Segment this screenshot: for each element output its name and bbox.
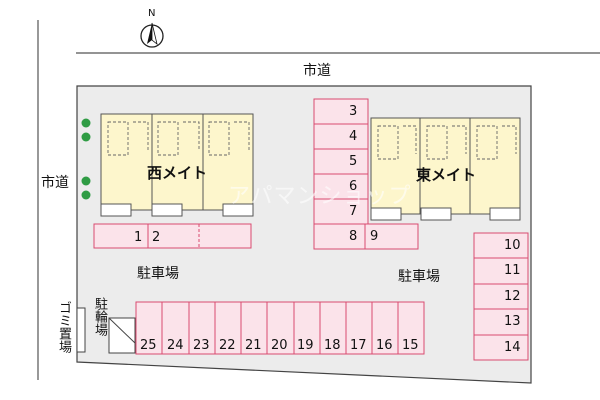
tree-icon — [81, 118, 91, 128]
space-number: 8 — [349, 229, 358, 244]
garbage-area — [76, 307, 86, 353]
building-west — [100, 113, 254, 217]
space-number: 12 — [504, 289, 521, 304]
bicycle-parking-area — [108, 317, 136, 354]
space-number: 25 — [140, 338, 157, 353]
watermark: アパマンショップ — [228, 184, 412, 209]
garbage-label: ゴミ置場 — [56, 301, 71, 353]
tree-icon — [81, 176, 91, 186]
space-number: 3 — [349, 104, 358, 119]
north-arrow-icon — [140, 22, 164, 48]
space-number: 4 — [349, 129, 358, 144]
tree-icon — [81, 132, 91, 142]
space-number: 5 — [349, 154, 358, 169]
space-number: 10 — [504, 238, 521, 253]
space-number: 18 — [324, 338, 341, 353]
space-number: 2 — [152, 230, 161, 245]
parking-right-label: 駐車場 — [398, 269, 440, 285]
space-number: 14 — [504, 340, 521, 355]
tree-icons — [81, 118, 91, 200]
space-number: 17 — [350, 338, 367, 353]
space-number: 24 — [167, 338, 184, 353]
space-number: 20 — [271, 338, 288, 353]
space-number: 16 — [376, 338, 393, 353]
space-number: 19 — [297, 338, 314, 353]
parking-left-label: 駐車場 — [137, 266, 179, 282]
bicycle-label: 駐輪場 — [92, 297, 107, 336]
space-number: 11 — [504, 263, 521, 278]
space-number: 1 — [134, 230, 143, 245]
space-number: 6 — [349, 179, 358, 194]
road-top-label: 市道 — [303, 63, 331, 79]
space-number: 15 — [402, 338, 419, 353]
building-east — [370, 117, 521, 221]
parking-row-bottom — [135, 301, 425, 355]
parking-column-c — [473, 232, 529, 361]
road-left-label: 市道 — [41, 175, 69, 191]
space-number: 9 — [370, 229, 379, 244]
parking-row-a — [93, 223, 252, 249]
north-letter: N — [148, 8, 156, 19]
space-number: 23 — [193, 338, 210, 353]
space-number: 22 — [219, 338, 236, 353]
space-number: 7 — [349, 204, 358, 219]
tree-icon — [81, 190, 91, 200]
building-east-label: 東メイト — [416, 166, 477, 184]
parking-column-b — [313, 98, 419, 250]
space-number: 21 — [245, 338, 262, 353]
space-number: 13 — [504, 314, 521, 329]
building-west-label: 西メイト — [147, 164, 208, 182]
